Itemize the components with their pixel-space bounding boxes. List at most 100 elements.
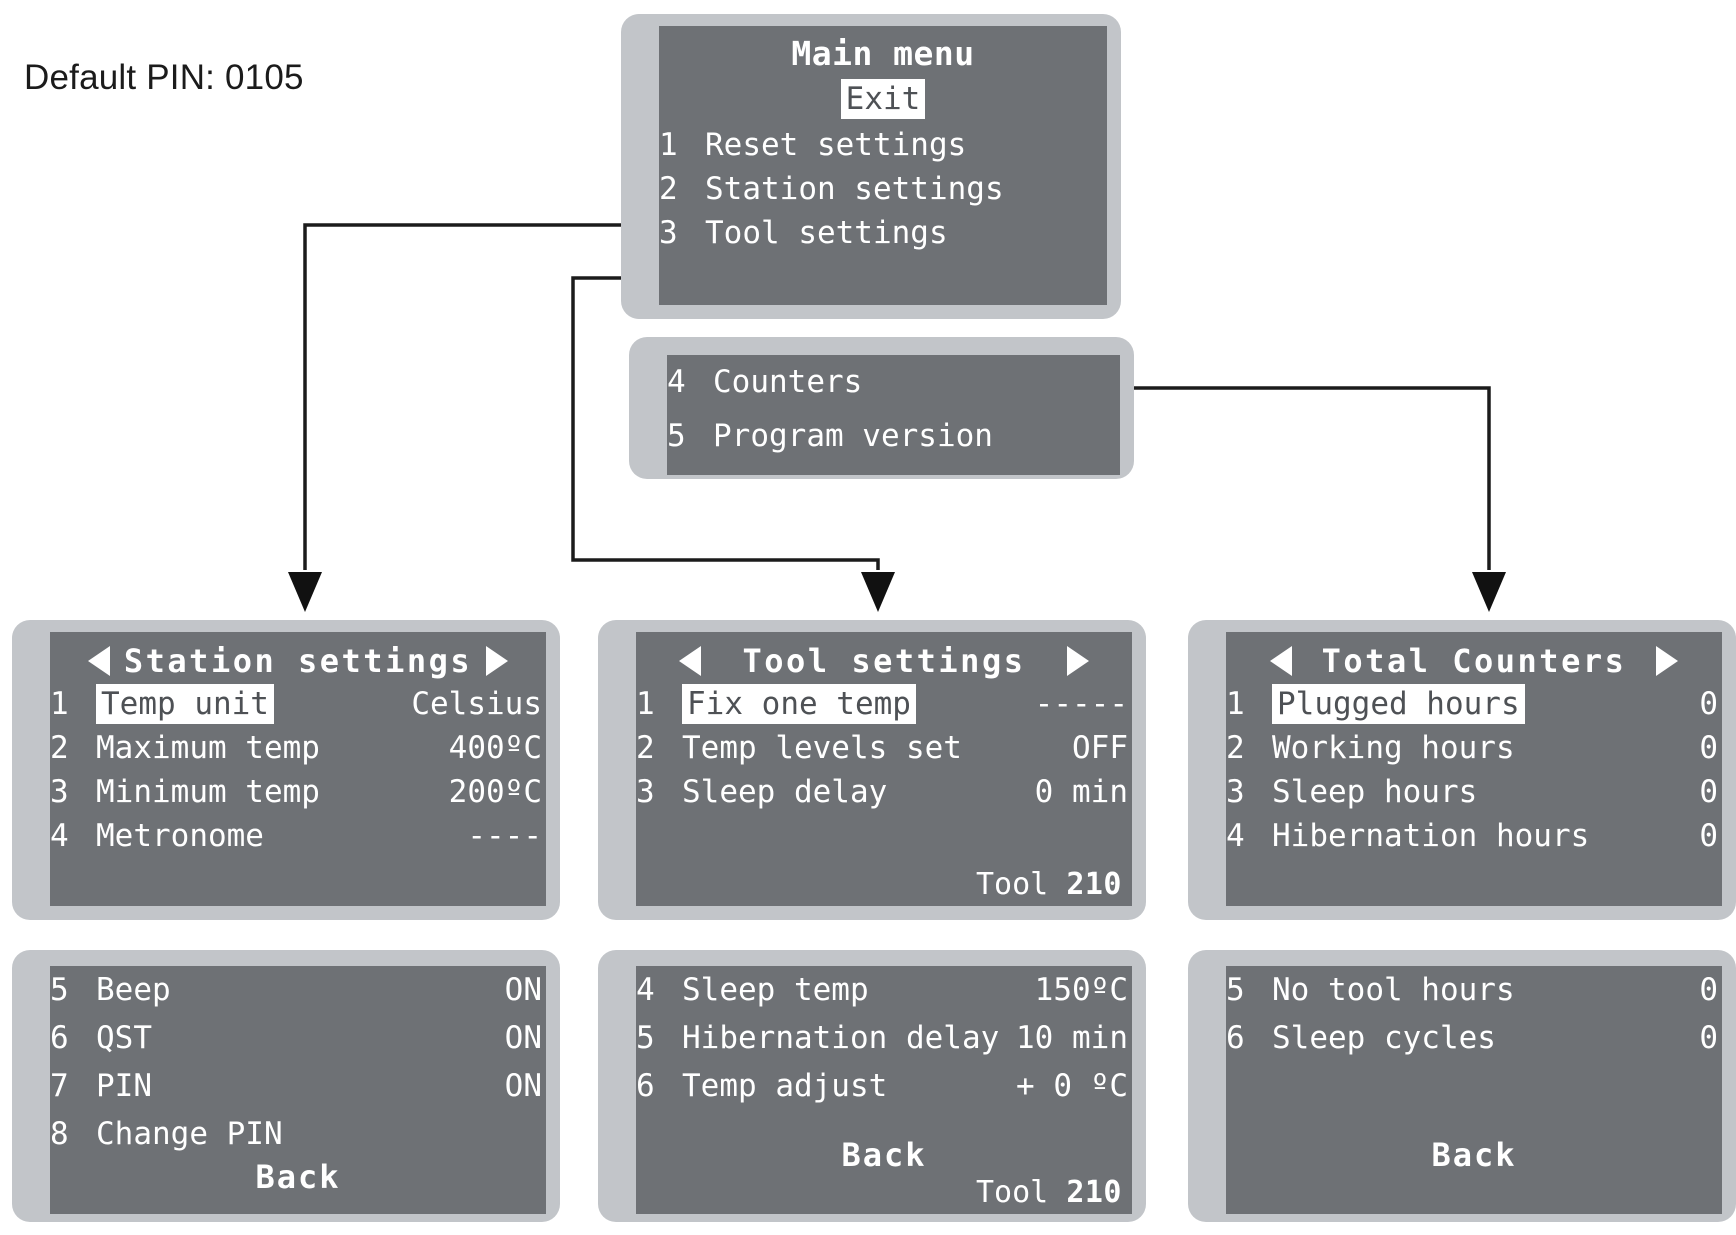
setting-row-sleep-temp[interactable]: 4 Sleep temp 150ºC: [636, 966, 1132, 1014]
tool-settings-title: Tool settings: [742, 642, 1026, 680]
item-value: 400ºC: [448, 730, 542, 766]
tool-settings-page2-panel: 4 Sleep temp 150ºC 5 Hibernation delay 1…: [598, 950, 1146, 1222]
setting-row-hibernation-delay[interactable]: 5 Hibernation delay 10 min: [636, 1014, 1132, 1062]
item-label: Temp unit: [96, 682, 411, 726]
station-settings-page2-list: 5 Beep ON 6 QST ON 7 PIN ON 8 Change PIN…: [50, 966, 546, 1196]
item-number: 3: [50, 774, 69, 810]
item-label: Beep: [96, 972, 171, 1008]
station-settings-screen: Station settings 1 Temp unit Celsius 2 M…: [50, 632, 546, 906]
item-number: 3: [659, 215, 678, 251]
item-label: Minimum temp: [96, 774, 320, 810]
item-label: Metronome: [96, 818, 264, 854]
item-number: 7: [50, 1068, 69, 1104]
left-arrow-icon[interactable]: [678, 646, 701, 676]
item-label: Reset settings: [705, 127, 967, 163]
item-label: Temp adjust: [682, 1068, 888, 1104]
setting-row-minimum-temp[interactable]: 3 Minimum temp 200ºC: [50, 770, 546, 814]
right-arrow-icon[interactable]: [486, 646, 509, 676]
item-value: OFF: [1072, 730, 1128, 766]
item-label: Maximum temp: [96, 730, 320, 766]
menu-item-station-settings[interactable]: 2 Station settings: [659, 167, 1107, 211]
station-settings-panel: Station settings 1 Temp unit Celsius 2 M…: [12, 620, 560, 920]
item-number: 3: [1226, 774, 1245, 810]
counter-row-no-tool-hours[interactable]: 5 No tool hours 0: [1226, 966, 1722, 1014]
main-menu-panel: Main menu Exit 1 Reset settings 2 Statio…: [621, 14, 1121, 319]
item-label: Counters: [713, 364, 863, 400]
right-arrow-icon[interactable]: [1067, 646, 1090, 676]
total-counters-title: Total Counters: [1321, 642, 1627, 680]
item-value: ----: [467, 818, 542, 854]
item-value: ON: [504, 972, 542, 1008]
back-button[interactable]: Back: [255, 1158, 341, 1196]
menu-item-counters[interactable]: 4 Counters: [667, 355, 1120, 409]
setting-row-temp-levels-set[interactable]: 2 Temp levels set OFF: [636, 726, 1132, 770]
tool-footer-prefix: Tool: [976, 1175, 1067, 1210]
setting-row-fix-one-temp[interactable]: 1 Fix one temp -----: [636, 682, 1132, 726]
setting-row-pin[interactable]: 7 PIN ON: [50, 1062, 546, 1110]
item-value: + 0 ºC: [1016, 1068, 1128, 1104]
tool-settings-panel: Tool settings 1 Fix one temp ----- 2 Tem…: [598, 620, 1146, 920]
item-number: 5: [50, 972, 69, 1008]
tool-footer: Tool 210: [976, 867, 1122, 902]
back-button[interactable]: Back: [841, 1136, 927, 1174]
item-label: Sleep temp: [682, 972, 869, 1008]
total-counters-list: 1 Plugged hours 0 2 Working hours 0 3 Sl…: [1226, 682, 1722, 858]
right-arrow-icon[interactable]: [1656, 646, 1679, 676]
item-number: 3: [636, 774, 655, 810]
setting-row-maximum-temp[interactable]: 2 Maximum temp 400ºC: [50, 726, 546, 770]
main-menu-screen: Main menu Exit 1 Reset settings 2 Statio…: [659, 26, 1107, 305]
item-label: No tool hours: [1272, 972, 1515, 1008]
counter-row-plugged-hours[interactable]: 1 Plugged hours 0: [1226, 682, 1722, 726]
setting-row-temp-unit[interactable]: 1 Temp unit Celsius: [50, 682, 546, 726]
tool-settings-list: 1 Fix one temp ----- 2 Temp levels set O…: [636, 682, 1132, 814]
item-number: 1: [1226, 686, 1245, 722]
setting-row-change-pin[interactable]: 8 Change PIN: [50, 1110, 546, 1158]
item-label: Plugged hours: [1272, 682, 1699, 726]
menu-item-program-version[interactable]: 5 Program version: [667, 409, 1120, 463]
station-settings-page2-screen: 5 Beep ON 6 QST ON 7 PIN ON 8 Change PIN…: [50, 966, 546, 1214]
item-label: Program version: [713, 418, 993, 454]
item-value: 200ºC: [448, 774, 542, 810]
item-label: Hibernation hours: [1272, 818, 1590, 854]
main-menu-page2-list: 4 Counters 5 Program version: [667, 355, 1120, 463]
menu-item-reset-settings[interactable]: 1 Reset settings: [659, 123, 1107, 167]
back-button[interactable]: Back: [1431, 1136, 1517, 1174]
item-label: Sleep delay: [682, 774, 888, 810]
counter-row-sleep-cycles[interactable]: 6 Sleep cycles 0: [1226, 1014, 1722, 1062]
item-number: 4: [636, 972, 655, 1008]
item-number: 4: [50, 818, 69, 854]
item-number: 1: [50, 686, 69, 722]
setting-row-qst[interactable]: 6 QST ON: [50, 1014, 546, 1062]
total-counters-screen: Total Counters 1 Plugged hours 0 2 Worki…: [1226, 632, 1722, 906]
item-label: Station settings: [705, 171, 1004, 207]
tool-footer: Tool 210: [976, 1175, 1122, 1210]
item-label: Hibernation delay: [682, 1020, 1000, 1056]
item-value: ON: [504, 1020, 542, 1056]
item-label: Tool settings: [705, 215, 948, 251]
item-number: 1: [659, 127, 678, 163]
left-arrow-icon[interactable]: [87, 646, 110, 676]
item-label: Working hours: [1272, 730, 1515, 766]
exit-item[interactable]: Exit: [840, 79, 926, 119]
menu-item-tool-settings[interactable]: 3 Tool settings: [659, 211, 1107, 255]
item-value: 0: [1699, 686, 1718, 722]
counter-row-hibernation-hours[interactable]: 4 Hibernation hours 0: [1226, 814, 1722, 858]
left-arrow-icon[interactable]: [1269, 646, 1292, 676]
setting-row-temp-adjust[interactable]: 6 Temp adjust + 0 ºC: [636, 1062, 1132, 1110]
counter-row-sleep-hours[interactable]: 3 Sleep hours 0: [1226, 770, 1722, 814]
item-label: Sleep cycles: [1272, 1020, 1496, 1056]
setting-row-sleep-delay[interactable]: 3 Sleep delay 0 min: [636, 770, 1132, 814]
item-number: 2: [636, 730, 655, 766]
main-menu-page2-panel: 4 Counters 5 Program version: [629, 337, 1134, 479]
main-menu-exit-row[interactable]: Exit: [659, 79, 1107, 119]
tool-footer-number: 210: [1066, 867, 1122, 902]
setting-row-beep[interactable]: 5 Beep ON: [50, 966, 546, 1014]
main-menu-title: Main menu: [791, 34, 975, 73]
item-label: QST: [96, 1020, 152, 1056]
item-label-highlight: Fix one temp: [682, 684, 916, 724]
total-counters-panel: Total Counters 1 Plugged hours 0 2 Worki…: [1188, 620, 1736, 920]
counter-row-working-hours[interactable]: 2 Working hours 0: [1226, 726, 1722, 770]
setting-row-metronome[interactable]: 4 Metronome ----: [50, 814, 546, 858]
item-label: Change PIN: [96, 1116, 283, 1152]
item-value: 0: [1699, 1020, 1718, 1056]
